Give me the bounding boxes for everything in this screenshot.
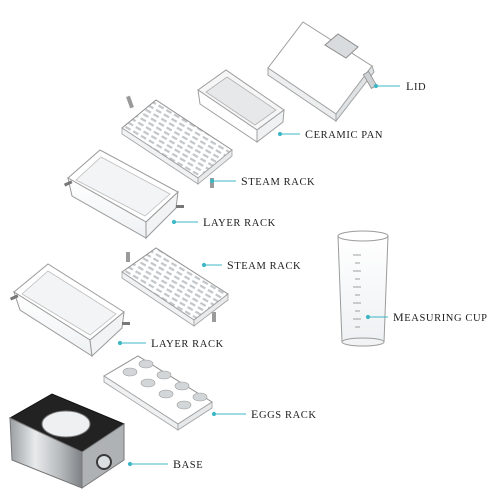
steam-rack-middle-part [121,247,229,327]
label-layer-rack-top: LAYER RACK [203,215,276,229]
label-base: BASE [173,457,204,471]
label-measuring-cup: MEASURING CUP [393,310,488,324]
layer-rack-top-part [63,149,184,240]
label-eggs-rack: EGGS RACK [251,407,317,421]
steam-rack-top-part [121,95,233,188]
label-ceramic-pan: CERAMIC PAN [305,127,384,141]
label-steam-rack-middle: STEAM RACK [227,258,302,272]
leader-lines [117,83,400,467]
label-lid: LID [406,79,427,93]
base-dial [96,454,112,470]
ceramic-pan-part [197,69,285,144]
measuring-cup-part [337,230,389,347]
label-layer-rack-bottom: LAYER RACK [151,336,224,350]
lid-part [267,21,378,123]
layer-rack-bottom-part [9,263,130,358]
base-part [8,393,126,489]
eggs-rack-part [103,355,213,431]
label-steam-rack-top: STEAM RACK [241,174,316,188]
